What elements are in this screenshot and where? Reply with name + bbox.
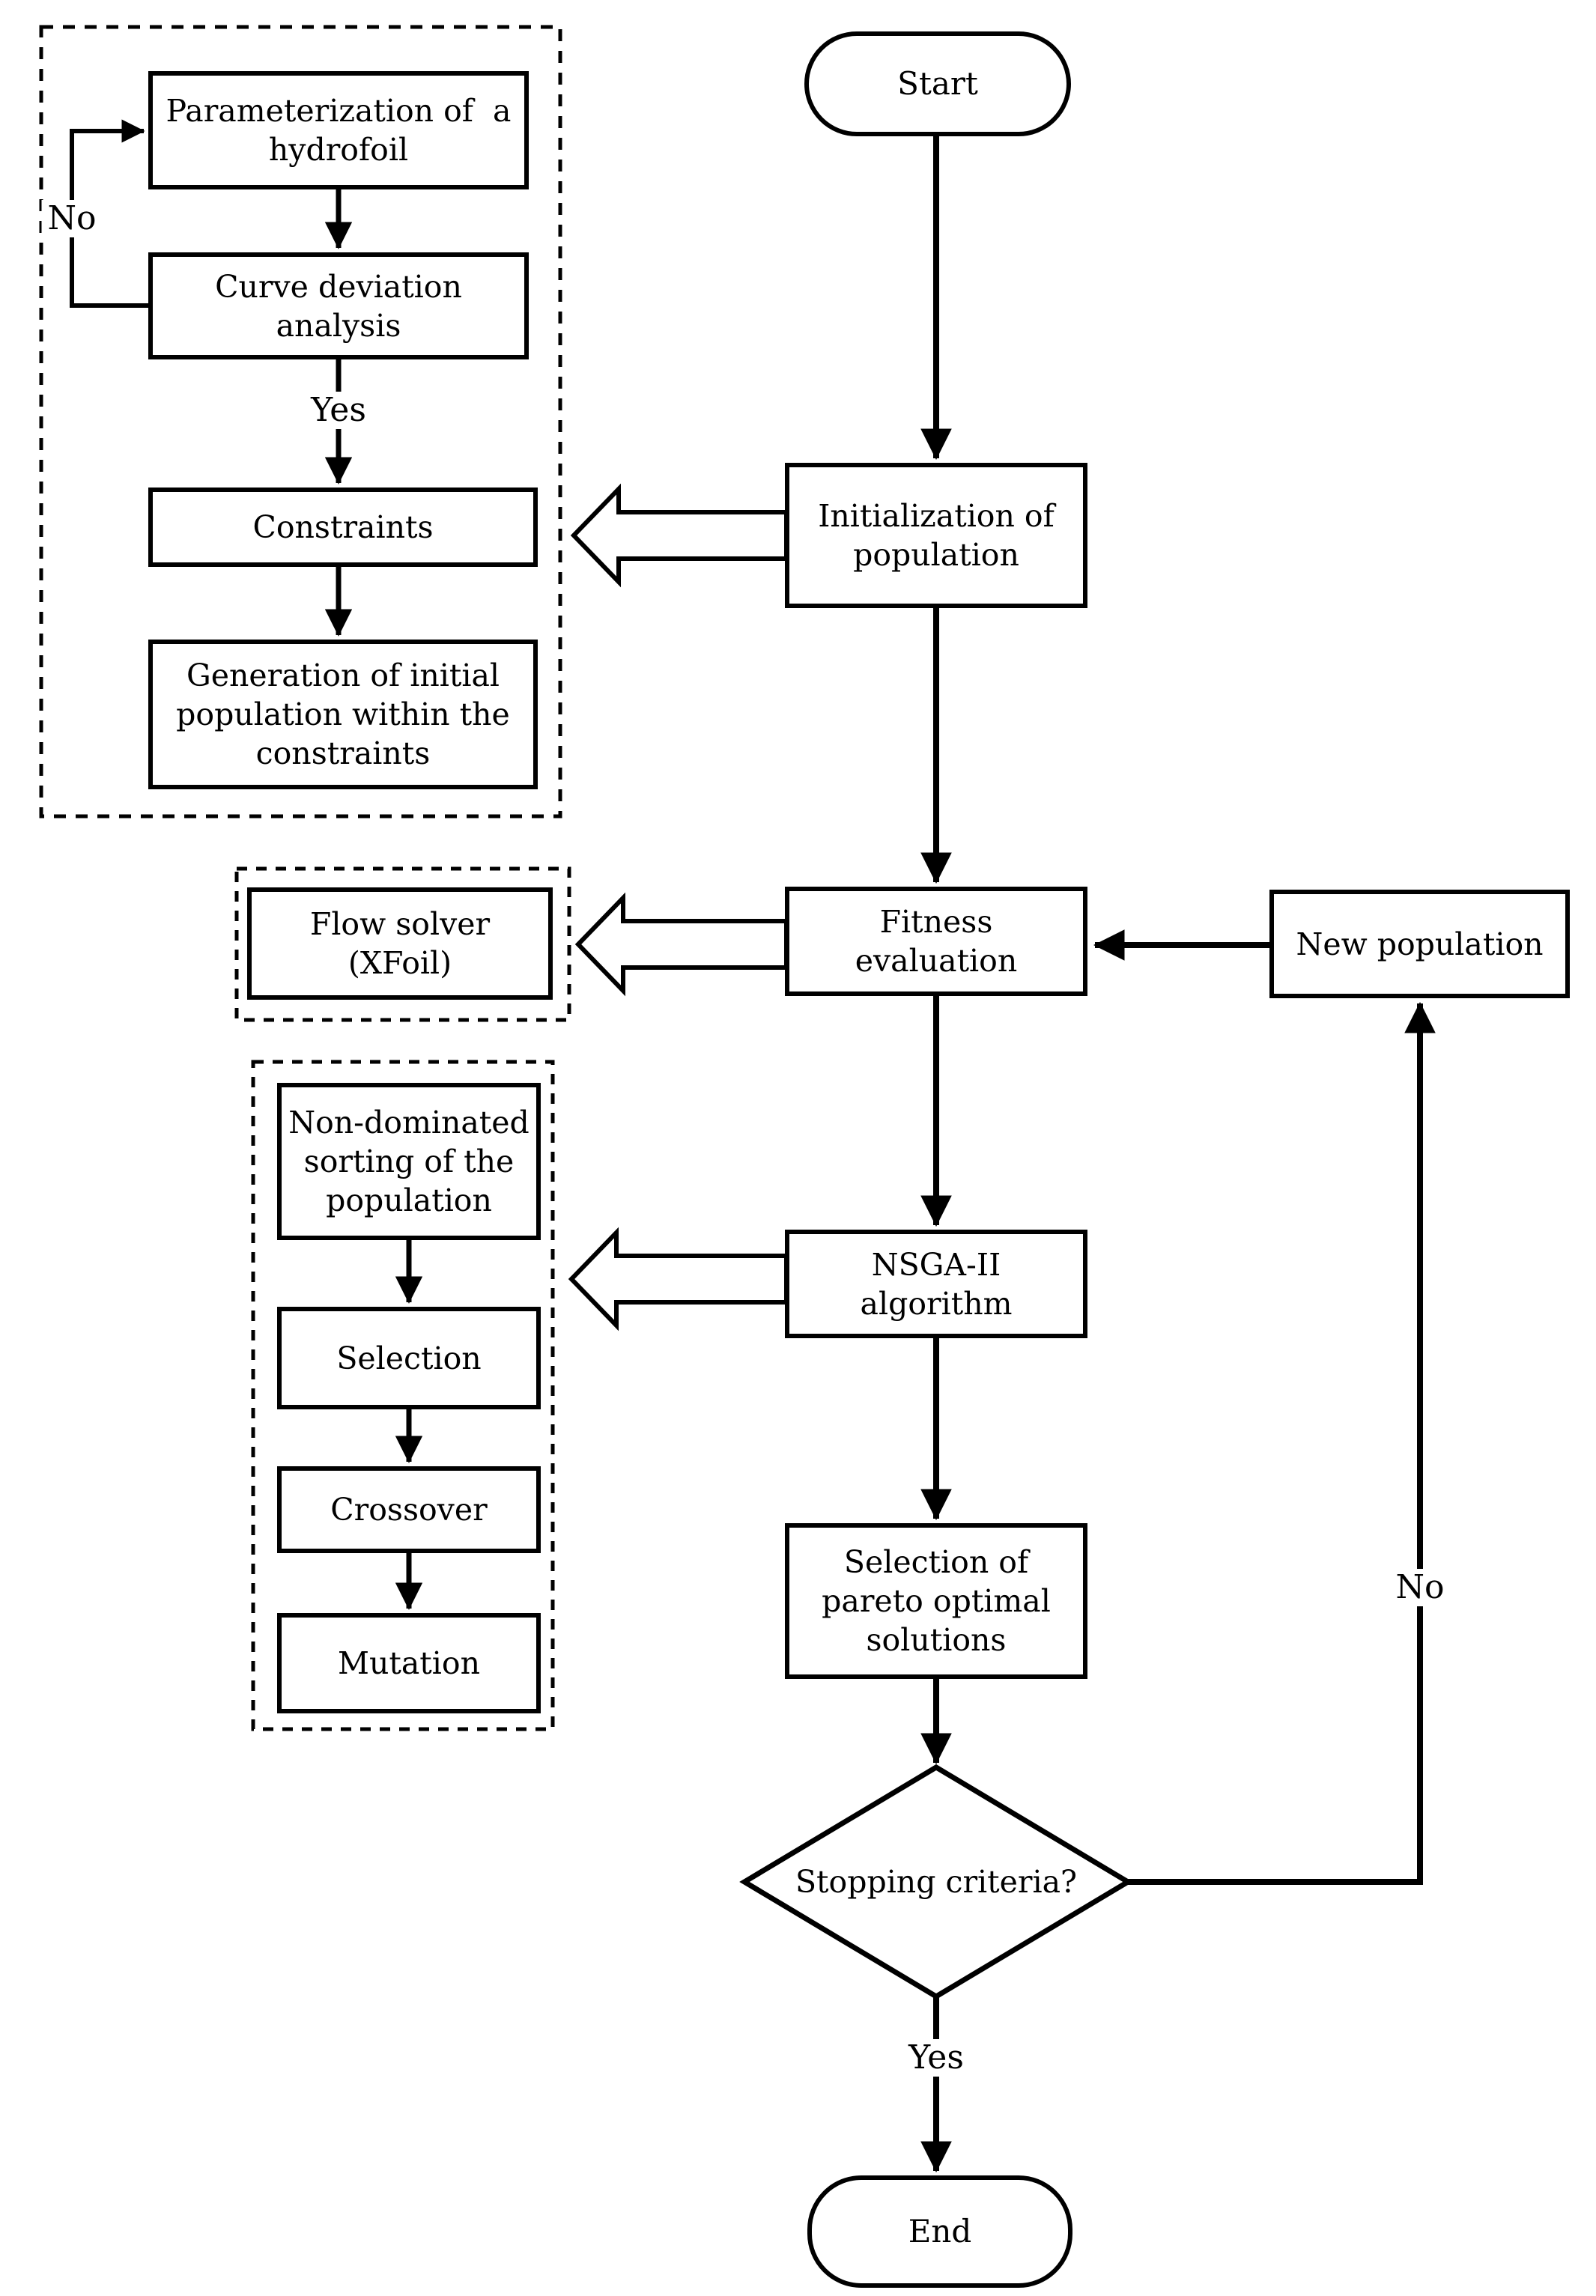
- dashed-group-nsga-operators: [251, 1060, 555, 1731]
- node-stopping-criteria: Stopping criteria?: [764, 1846, 1108, 1918]
- crossover-label: Crossover: [330, 1492, 488, 1528]
- node-mutation: Mutation: [277, 1613, 541, 1713]
- initialization-label: Initialization of population: [818, 498, 1055, 573]
- arrow-stopping-no-to-new-population: [1128, 1001, 1436, 1885]
- node-selection-of-pareto-optimal-solutions: Selection of pareto optimal solutions: [785, 1523, 1087, 1679]
- selection-label: Selection: [336, 1340, 482, 1376]
- dashed-group-flow-solver: [234, 866, 571, 1022]
- node-selection: Selection: [277, 1307, 541, 1409]
- node-fitness-evaluation: Fitness evaluation: [785, 887, 1087, 996]
- mutation-label: Mutation: [338, 1645, 480, 1681]
- node-flow-solver-xfoil: Flow solver (XFoil): [247, 887, 553, 1000]
- new-population-label: New population: [1296, 926, 1544, 962]
- nsga2-label: NSGA-II algorithm: [860, 1246, 1013, 1322]
- constraints-label: Constraints: [252, 509, 434, 545]
- end-label: End: [908, 2213, 972, 2250]
- block-arrow-nsga2-to-operators: [568, 1227, 789, 1331]
- node-parameterization-of-hydrofoil: Parameterization of a hydrofoil: [148, 71, 529, 189]
- node-crossover: Crossover: [277, 1466, 541, 1553]
- generation-label: Generation of initial population within …: [176, 657, 510, 771]
- non-dominated-label: Non-dominated sorting of the population: [288, 1105, 530, 1218]
- node-start: Start: [804, 31, 1071, 136]
- edge-label-no-loop: No: [41, 200, 103, 237]
- edge-label-yes-constraints: Yes: [305, 392, 372, 429]
- node-curve-deviation-analysis: Curve deviation analysis: [148, 252, 529, 359]
- curve-deviation-label: Curve deviation analysis: [215, 268, 462, 344]
- node-end: End: [807, 2175, 1072, 2288]
- edge-label-yes-end: Yes: [902, 2039, 970, 2077]
- node-constraints: Constraints: [148, 488, 538, 567]
- start-label: Start: [897, 65, 978, 102]
- block-arrow-initialization-to-constraints: [570, 483, 789, 588]
- flow-solver-label: Flow solver (XFoil): [309, 906, 491, 981]
- node-generation-of-initial-population: Generation of initial population within …: [148, 640, 538, 789]
- node-nsga2-algorithm: NSGA-II algorithm: [785, 1230, 1087, 1338]
- stopping-criteria-label: Stopping criteria?: [795, 1864, 1078, 1900]
- block-arrow-fitness-to-flow-solver: [574, 892, 789, 997]
- fitness-label: Fitness evaluation: [855, 904, 1018, 979]
- dashed-group-parameterization: [39, 25, 562, 819]
- edge-label-no-new-population: No: [1389, 1569, 1451, 1606]
- parameterization-label: Parameterization of a hydrofoil: [166, 93, 512, 168]
- decision-diamond: [739, 1764, 1133, 2000]
- node-initialization-of-population: Initialization of population: [785, 463, 1087, 608]
- node-new-population: New population: [1269, 890, 1570, 998]
- pareto-label: Selection of pareto optimal solutions: [822, 1544, 1051, 1658]
- node-non-dominated-sorting: Non-dominated sorting of the population: [277, 1083, 541, 1240]
